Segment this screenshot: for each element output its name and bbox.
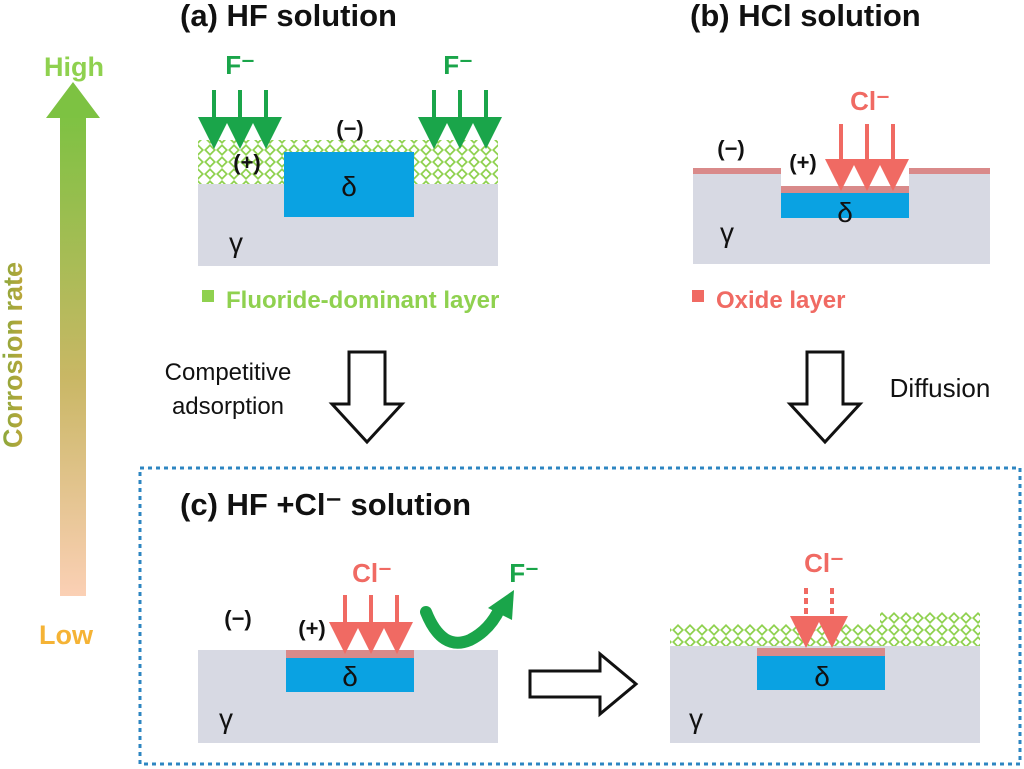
- transition-right: Diffusion: [786, 350, 991, 445]
- panel-b-delta-label: δ: [837, 197, 853, 228]
- panel-c-left-gamma-matrix: [198, 650, 498, 743]
- diffusion-label: Diffusion: [890, 373, 991, 403]
- panel-c-left-delta-label: δ: [342, 661, 358, 692]
- panel-a-gamma-matrix: [198, 182, 498, 266]
- right-hollow-arrow: [528, 650, 639, 718]
- panel-b-title: (b) HCl solution: [690, 0, 921, 33]
- panel-c-right-ion-cl: Cl⁻: [804, 548, 844, 578]
- rate-arrow-head: [46, 82, 100, 118]
- panel-c-title: (c) HF +Cl⁻ solution: [180, 487, 471, 522]
- panel-b-legend-text: Oxide layer: [716, 287, 845, 314]
- panel-b-gamma-label: γ: [720, 217, 734, 248]
- panel-b-oxide-left: [693, 168, 781, 174]
- panel-b-chloride-arrows: [825, 124, 909, 191]
- panel-c-left-oxide-on-delta: [286, 650, 414, 658]
- fluoride-displaced-curved-arrow: [420, 602, 506, 649]
- down-hollow-arrow-right: [786, 350, 864, 445]
- panel-a-delta-label: δ: [341, 171, 357, 202]
- panel-b-oxide-right: [909, 168, 990, 174]
- panel-c-right-dashed-chloride-arrows: [790, 588, 848, 648]
- panel-c-left-delta-phase: [286, 657, 414, 692]
- axis-high-label: High: [44, 52, 104, 82]
- panel-a-gamma-label: γ: [229, 227, 243, 258]
- panel-b-oxide-on-delta: [781, 186, 909, 193]
- panel-c-left-ion-f: F⁻: [509, 558, 539, 588]
- axis-title: Corrosion rate: [0, 262, 28, 448]
- transition-left: Competitive adsorption: [165, 350, 406, 445]
- panel-c-dotted-border: [138, 466, 1022, 766]
- panel-a-delta-phase: [284, 152, 414, 217]
- panel-c-left-chloride-arrows: [329, 595, 413, 654]
- panel-b: (b) HCl solution Cl⁻ (−) (+) δ γ Oxide l…: [690, 0, 990, 314]
- panel-c-right-fluoride-layer-right: [880, 612, 980, 646]
- panel-b-charge-pos: (+): [789, 150, 817, 175]
- panel-c-left-ion-cl: Cl⁻: [352, 558, 392, 588]
- panel-c-left-charge-neg: (−): [224, 606, 252, 631]
- panel-a-legend-swatch: [202, 290, 214, 302]
- panel-b-charge-neg: (−): [717, 136, 745, 161]
- panel-c-right-oxide-on-delta: [757, 648, 885, 656]
- corrosion-rate-axis: High Low Corrosion rate: [0, 52, 104, 650]
- competitive-label: Competitive: [165, 359, 292, 386]
- panel-c-right-fluoride-layer-left: [670, 624, 880, 646]
- panel-a-fluoride-arrows-right: [418, 90, 502, 149]
- fluoride-displaced-arrowhead: [488, 590, 514, 620]
- panel-c-left-charge-pos: (+): [298, 616, 326, 641]
- axis-low-label: Low: [39, 620, 94, 650]
- panel-b-legend-swatch: [692, 290, 704, 302]
- panel-c-right-delta-label: δ: [814, 661, 830, 692]
- panel-b-delta-phase: [781, 192, 909, 218]
- panel-c-left-gamma-label: γ: [219, 703, 233, 734]
- panel-c-right-delta-phase: [757, 655, 885, 690]
- panel-c: (c) HF +Cl⁻ solution Cl⁻ F⁻ (−) (+) δ γ …: [138, 466, 1022, 766]
- rate-arrow-shaft: [60, 112, 86, 596]
- panel-a-legend-text: Fluoride-dominant layer: [226, 287, 499, 314]
- panel-a-charge-pos: (+): [233, 150, 261, 175]
- panel-b-ion: Cl⁻: [850, 86, 890, 116]
- panel-a-fluoride-arrows-left: [198, 90, 282, 149]
- panel-a-ion-left: F⁻: [225, 50, 255, 80]
- panel-a: (a) HF solution F⁻ F⁻ (−) (+) δ γ Fluori…: [180, 0, 502, 314]
- panel-a-title: (a) HF solution: [180, 0, 397, 33]
- panel-a-ion-right: F⁻: [443, 50, 473, 80]
- panel-a-charge-neg: (−): [336, 116, 364, 141]
- down-hollow-arrow-left: [328, 350, 406, 445]
- panel-c-right-gamma-label: γ: [689, 703, 703, 734]
- adsorption-label: adsorption: [172, 393, 284, 420]
